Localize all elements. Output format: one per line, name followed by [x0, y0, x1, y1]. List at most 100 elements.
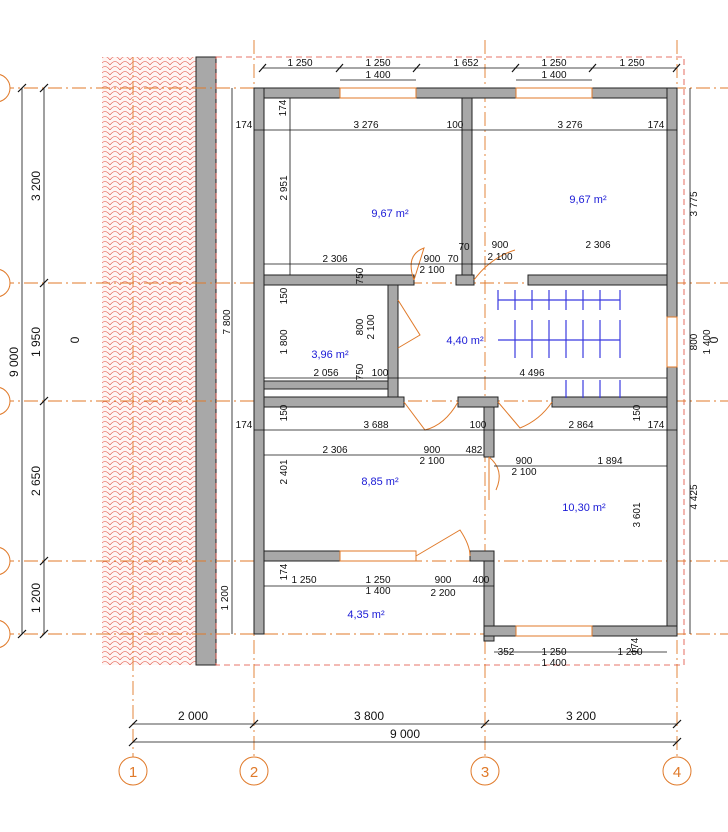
- bottom-dim-2: 3 800: [354, 709, 384, 723]
- boundary-wall: [195, 56, 217, 666]
- axis-circle-row-e: [0, 620, 11, 648]
- area-room1: 9,67 m²: [371, 208, 409, 220]
- top-dim-4: 1 250: [541, 58, 566, 69]
- dim-mid-70-a: 70: [447, 254, 459, 265]
- dim-room3-height: 2 401: [279, 459, 290, 484]
- dim-wall-174-left: 174: [236, 120, 253, 131]
- dim-room4-height: 3 601: [632, 502, 643, 527]
- dim-bath-1800: 1 800: [279, 329, 290, 354]
- doors: [397, 247, 553, 557]
- dim-bottom-2200: 2 200: [430, 588, 455, 599]
- dim-door-2100-d: 2 100: [419, 456, 444, 467]
- dim-corridor-left: 2 306: [322, 254, 347, 265]
- dim-wall-174-vert: 174: [278, 99, 289, 116]
- walls: [253, 87, 678, 642]
- left-dim-1: 3 200: [29, 171, 43, 201]
- left-dim-3: 2 650: [29, 466, 43, 496]
- axis-circle-row-d: [0, 547, 11, 575]
- dim-wall-100: 100: [447, 120, 464, 131]
- top-dimensions: 1 250 1 250 1 652 1 250 1 250 1 400 1 40…: [262, 58, 677, 81]
- dim-door-900-c: 900: [424, 445, 441, 456]
- axis-label-1: 1: [129, 764, 137, 781]
- area-bathroom: 3,96 m²: [311, 349, 349, 361]
- dim-wall-100-b: 100: [372, 368, 389, 379]
- axis-label-4: 4: [673, 764, 681, 781]
- hatched-zone: [102, 57, 196, 665]
- dim-window-1400: 1 400: [702, 329, 713, 354]
- dim-wall-174-c: 174: [236, 420, 253, 431]
- bottom-dim-total: 9 000: [390, 727, 420, 741]
- bottom-dim-3: 3 200: [566, 709, 596, 723]
- axis-circle-3: [470, 756, 500, 786]
- dim-terrace-1200: 1 200: [220, 585, 231, 610]
- left-dim-total: 9 000: [7, 347, 21, 377]
- north-label: 0: [68, 336, 82, 343]
- dim-bottom-174: 174: [630, 637, 641, 654]
- dim-room4-width: 2 864: [568, 420, 593, 431]
- dim-room3-2306: 2 306: [322, 445, 347, 456]
- dim-door-900-a: 900: [424, 254, 441, 265]
- axis-circle-2: [239, 756, 269, 786]
- stairs: [497, 290, 621, 398]
- dim-room1-height: 2 951: [279, 175, 290, 200]
- bottom-dim-1: 2 000: [178, 709, 208, 723]
- dim-door-2100-a: 2 100: [419, 265, 444, 276]
- dim-wall-250: 750: [355, 267, 366, 284]
- axis-circle-row-b: [0, 269, 11, 297]
- axis-circle-4: [662, 756, 692, 786]
- dim-wall-174-d: 174: [648, 420, 665, 431]
- dim-right-top: 3 775: [689, 191, 700, 216]
- dim-room4-1894: 1 894: [597, 456, 622, 467]
- dim-door-2100-b: 2 100: [487, 252, 512, 263]
- dim-room2-width: 3 276: [557, 120, 582, 131]
- dim-door-2100-c: 2 100: [366, 314, 377, 339]
- north-label-right: 0: [707, 336, 721, 343]
- dim-right-bottom: 4 425: [689, 484, 700, 509]
- area-room2: 9,67 m²: [569, 194, 607, 206]
- dim-wall-150-c: 150: [632, 404, 643, 421]
- dim-bottom-400: 400: [473, 575, 490, 586]
- dim-room1-width: 3 276: [353, 120, 378, 131]
- dim-bath-2056: 2 056: [313, 368, 338, 379]
- area-labels: 9,67 m² 9,67 m² 3,96 m² 4,40 m² 8,85 m² …: [311, 194, 607, 621]
- dim-wall-150-a: 150: [279, 287, 290, 304]
- axis-circle-1: [118, 756, 148, 786]
- dim-wall-100-c: 100: [470, 420, 487, 431]
- dim-wall-150-b: 150: [279, 404, 290, 421]
- inner-dimensions: 3 276 100 3 276 174 174 174 2 951 7 800 …: [220, 88, 713, 669]
- dim-bottom-1400-a: 1 400: [365, 586, 390, 597]
- left-dimensions: 3 200 1 950 2 650 1 200 9 000 0 0: [7, 88, 721, 634]
- axis-circle-row-a: [0, 74, 11, 102]
- bottom-dimensions: 2 000 3 800 3 200 9 000: [133, 709, 677, 743]
- dim-bottom-352: 352: [498, 647, 515, 658]
- axis-label-2: 2: [250, 764, 258, 781]
- dim-wall-482: 482: [466, 445, 483, 456]
- dim-wall-750: 750: [355, 363, 366, 380]
- top-dim-7: 1 400: [541, 70, 566, 81]
- dim-corridor-right: 2 306: [585, 240, 610, 251]
- dim-bottom-1250-b: 1 250: [365, 575, 390, 586]
- axis-circle-row-c: [0, 387, 11, 415]
- top-dim-1: 1 250: [287, 58, 312, 69]
- top-dim-2: 1 250: [365, 58, 390, 69]
- dim-bottom-900: 900: [435, 575, 452, 586]
- area-room3: 8,85 m²: [361, 476, 399, 488]
- top-dim-3: 1 652: [453, 58, 478, 69]
- left-dim-2: 1 950: [29, 327, 43, 357]
- dim-mid-70-b: 70: [458, 242, 470, 253]
- dim-door-2100-e: 2 100: [511, 467, 536, 478]
- left-dim-4: 1 200: [29, 583, 43, 613]
- windows: [339, 87, 678, 637]
- dim-wall-174-e: 174: [279, 563, 290, 580]
- dim-room3-width: 3 688: [363, 420, 388, 431]
- dim-window-800: 800: [689, 333, 700, 350]
- dim-door-800: 800: [355, 318, 366, 335]
- area-room4: 10,30 m²: [562, 502, 606, 514]
- top-dim-5: 1 250: [619, 58, 644, 69]
- dim-corridor-4496: 4 496: [519, 368, 544, 379]
- dim-total-height: 7 800: [222, 309, 233, 334]
- dim-bottom-1400-b: 1 400: [541, 658, 566, 669]
- dim-bottom-1250-a: 1 250: [291, 575, 316, 586]
- dim-bottom-1250-d: 1 250: [617, 647, 642, 658]
